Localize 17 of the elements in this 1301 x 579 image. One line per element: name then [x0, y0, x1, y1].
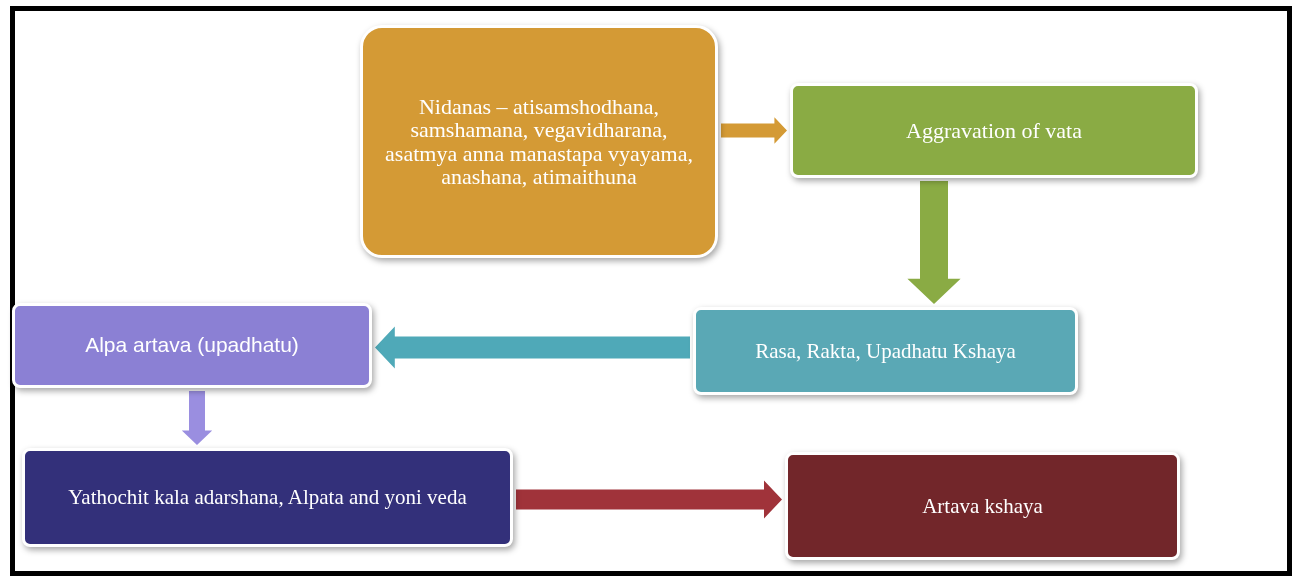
process-box — [22, 448, 513, 547]
block-arrow — [375, 326, 690, 369]
block-arrow — [181, 391, 213, 445]
box-text: Aggravation of vata — [906, 118, 1082, 143]
box-text: Nidanas – atisamshodhana, samshamana, vegavidharana, asatmya anna manastapa vyayama, anashana, atimaithuna — [384, 95, 694, 188]
process-box — [693, 307, 1078, 395]
process-box — [360, 25, 718, 258]
box-text: Artava kshaya — [922, 494, 1043, 517]
block-arrow — [516, 480, 782, 519]
process-box — [785, 452, 1180, 560]
process-box — [790, 83, 1198, 178]
box-text: Rasa, Rakta, Upadhatu Kshaya — [755, 339, 1016, 362]
block-arrow — [907, 181, 961, 304]
box-text: Yathochit kala adarshana, Alpata and yoni veda — [68, 486, 467, 509]
process-box — [12, 303, 372, 388]
block-arrow — [721, 117, 787, 144]
box-text: Alpa artava (upadhatu) — [85, 334, 299, 357]
